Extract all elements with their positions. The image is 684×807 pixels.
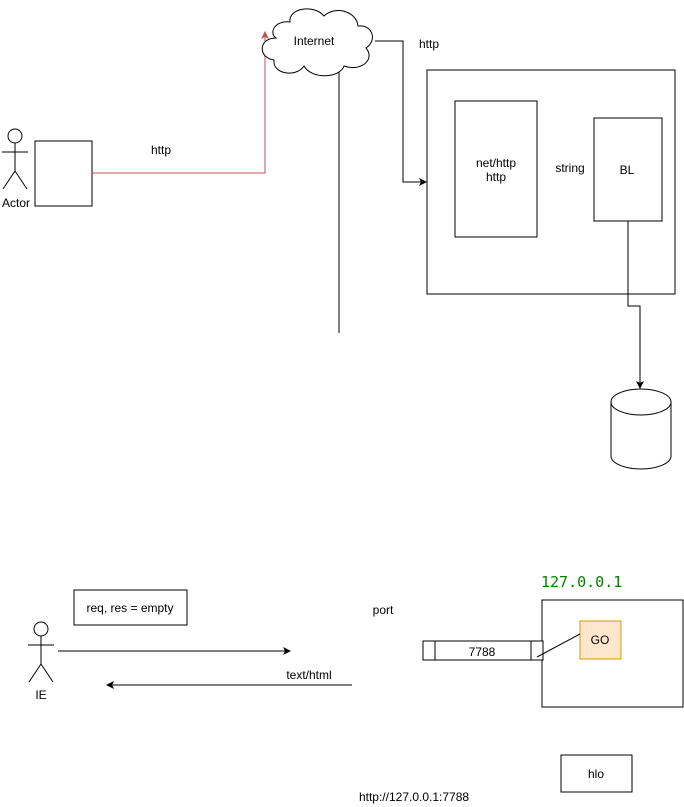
port-bar: [422, 640, 544, 661]
bl-label: BL: [619, 163, 635, 177]
hlo-label: hlo: [587, 767, 605, 781]
ie-label: IE: [35, 688, 47, 702]
client-to-internet-edge: [92, 31, 269, 174]
string-label: string: [555, 161, 585, 175]
note-box: [73, 589, 188, 626]
port-label: port: [372, 603, 394, 617]
go-label: GO: [590, 633, 610, 647]
database-icon: [610, 388, 672, 470]
bl-box: [593, 117, 663, 222]
actor-icon: [2, 128, 28, 190]
ip-label: 127.0.0.1: [541, 573, 623, 591]
internet-to-server-edge: [375, 40, 427, 186]
bl-to-database-edge: [627, 221, 644, 389]
ie-actor-icon: [28, 621, 54, 683]
go-box: [579, 620, 622, 660]
actor-label: Actor: [1, 196, 31, 210]
nethttp-label-line1: net/http: [475, 156, 517, 170]
hlo-box: [560, 754, 633, 793]
port-value: 7788: [468, 645, 496, 659]
http-label-cloud: http: [418, 37, 440, 51]
client-box: [34, 140, 93, 207]
port-to-go-edge: [536, 633, 581, 658]
internet-label: Internet: [293, 34, 335, 48]
nethttp-box: [454, 100, 538, 238]
note-label: req, res = empty: [86, 601, 174, 615]
texthtml-label: text/html: [286, 668, 332, 682]
nethttp-label-line2: http: [485, 170, 507, 184]
http-label-actor: http: [150, 143, 172, 157]
internet-cloud-icon: [261, 8, 373, 77]
url-label: http://127.0.0.1:7788: [358, 790, 470, 804]
